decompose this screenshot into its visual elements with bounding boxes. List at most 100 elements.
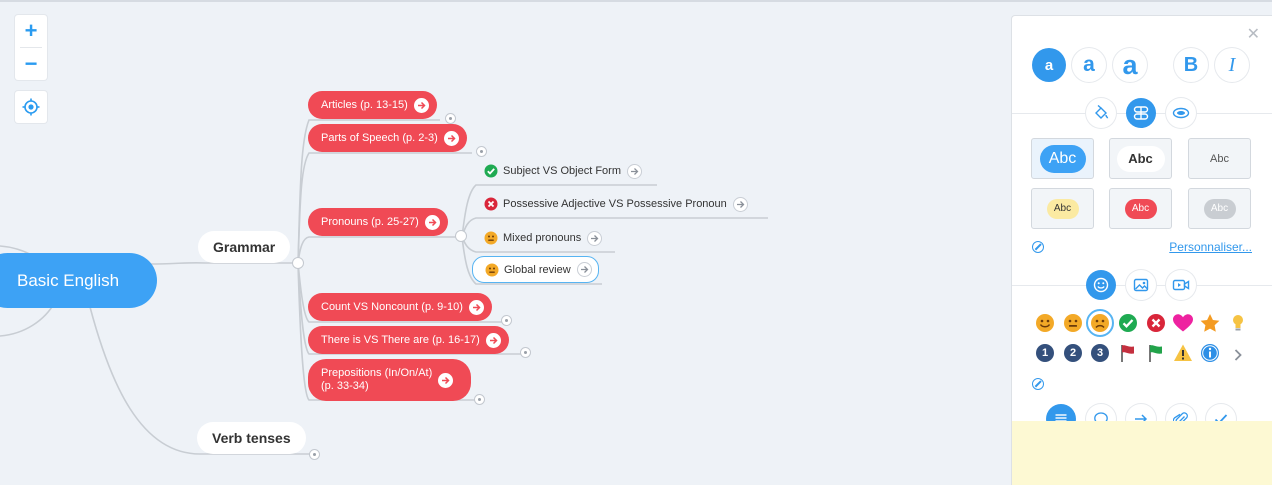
leaf-mixed-pronouns[interactable]: Mixed pronouns <box>472 226 603 250</box>
number-one-icon[interactable]: 1 <box>1034 342 1056 364</box>
paint-bucket-icon <box>1095 105 1109 119</box>
zoom-in-button[interactable]: + <box>24 18 38 43</box>
root-node[interactable]: Basic English <box>0 253 157 308</box>
emoji-tab-button[interactable] <box>1086 270 1116 300</box>
collapse-toggle-there-is-are[interactable] <box>520 347 531 358</box>
node-parts-of-speech[interactable]: Parts of Speech (p. 2-3) <box>308 124 467 152</box>
arrow-right-icon[interactable] <box>485 332 501 348</box>
node-prepositions[interactable]: Prepositions (In/On/At) (p. 33-34) <box>308 359 471 401</box>
arrow-right-icon[interactable] <box>576 262 592 277</box>
leaf-global-review-label: Global review <box>504 263 571 276</box>
zoom-controls: + − <box>15 15 47 80</box>
cross-icon <box>484 197 498 211</box>
image-icon <box>1133 278 1149 292</box>
check-icon[interactable] <box>1117 312 1139 334</box>
text-size-small-button[interactable]: a <box>1032 48 1066 82</box>
style-option-5[interactable]: Abc <box>1109 188 1172 229</box>
collapse-toggle-verb-tenses[interactable] <box>309 449 320 460</box>
neutral-face-icon <box>484 231 498 245</box>
image-tab-button[interactable] <box>1126 270 1156 300</box>
italic-label: I <box>1228 53 1236 76</box>
format-panel: ✕ a a a B I Abc Abc Abc Abc Abc Abc Pers… <box>1011 15 1272 485</box>
red-flag-icon[interactable] <box>1117 342 1139 364</box>
happy-face-icon[interactable] <box>1034 312 1056 334</box>
branch-grammar-label: Grammar <box>213 239 276 255</box>
chevron-right-icon[interactable] <box>1227 344 1249 366</box>
italic-button[interactable]: I <box>1215 48 1249 82</box>
style-option-6[interactable]: Abc <box>1188 188 1251 229</box>
center-map-button[interactable] <box>15 91 47 123</box>
zoom-divider <box>20 47 42 48</box>
close-icon[interactable]: ✕ <box>1246 26 1260 43</box>
style-option-1[interactable]: Abc <box>1031 138 1094 179</box>
clear-icon-icon[interactable] <box>1032 378 1044 390</box>
leaf-possessive[interactable]: Possessive Adjective VS Possessive Prono… <box>472 192 748 216</box>
style-option-4[interactable]: Abc <box>1031 188 1094 229</box>
leaf-subject-object[interactable]: Subject VS Object Form <box>472 159 642 183</box>
oval-icon <box>1172 107 1190 119</box>
number-one-label: 1 <box>1036 344 1054 362</box>
collapse-toggle-prepositions[interactable] <box>474 394 485 405</box>
collapse-toggle-count-noncount[interactable] <box>501 315 512 326</box>
clear-style-icon[interactable] <box>1032 241 1044 253</box>
video-icon <box>1172 279 1190 291</box>
warning-icon[interactable] <box>1172 342 1194 364</box>
bold-label: B <box>1183 53 1199 76</box>
info-icon[interactable] <box>1199 342 1221 364</box>
arrow-right-icon[interactable] <box>468 299 484 315</box>
smiley-icon <box>1093 277 1109 293</box>
fill-color-button[interactable] <box>1086 98 1116 128</box>
collapse-toggle-articles[interactable] <box>445 113 456 124</box>
collapse-toggle-parts-of-speech[interactable] <box>476 146 487 157</box>
arrow-right-icon[interactable] <box>413 97 429 113</box>
star-icon[interactable] <box>1199 312 1221 334</box>
target-icon <box>22 98 40 116</box>
leaf-global-review[interactable]: Global review <box>472 256 599 283</box>
arrow-right-icon[interactable] <box>627 163 642 179</box>
lightbulb-icon[interactable] <box>1227 312 1249 334</box>
style-preview-6: Abc <box>1203 198 1236 219</box>
style-option-3[interactable]: Abc <box>1188 138 1251 179</box>
node-there-is-are[interactable]: There is VS There are (p. 16-17) <box>308 326 509 354</box>
arrow-right-icon[interactable] <box>424 214 440 230</box>
arrow-right-icon[interactable] <box>438 372 454 388</box>
text-size-medium-button[interactable]: a <box>1072 48 1106 82</box>
node-articles[interactable]: Articles (p. 13-15) <box>308 91 437 119</box>
branch-verb-tenses[interactable]: Verb tenses <box>197 422 306 454</box>
sad-face-icon[interactable] <box>1086 309 1114 337</box>
border-style-button[interactable] <box>1166 98 1196 128</box>
video-tab-button[interactable] <box>1166 270 1196 300</box>
neutral-face-icon[interactable] <box>1062 312 1084 334</box>
note-area[interactable] <box>1012 421 1272 485</box>
leaf-mixed-pronouns-label: Mixed pronouns <box>503 232 582 244</box>
green-flag-icon[interactable] <box>1145 342 1167 364</box>
number-two-icon[interactable]: 2 <box>1062 342 1084 364</box>
customize-link[interactable]: Personnaliser... <box>1169 240 1252 254</box>
cross-icon[interactable] <box>1145 312 1167 334</box>
pronouns-junction[interactable] <box>455 230 467 242</box>
text-size-small-label: a <box>1044 56 1054 74</box>
node-count-noncount[interactable]: Count VS Noncount (p. 9-10) <box>308 293 492 321</box>
text-size-large-button[interactable]: a <box>1113 48 1147 82</box>
arrow-right-icon[interactable] <box>587 230 603 246</box>
check-icon <box>484 164 498 178</box>
root-node-label: Basic English <box>17 270 120 290</box>
bold-button[interactable]: B <box>1174 48 1208 82</box>
node-style-button[interactable] <box>1126 98 1156 128</box>
heart-icon[interactable] <box>1172 312 1194 334</box>
zoom-out-button[interactable]: − <box>24 51 38 76</box>
arrow-right-icon[interactable] <box>443 130 459 146</box>
node-pronouns[interactable]: Pronouns (p. 25-27) <box>308 208 448 236</box>
style-preview-1: Abc <box>1039 144 1086 173</box>
node-prepositions-label: Prepositions (In/On/At) (p. 33-34) <box>321 367 433 392</box>
node-pronouns-label: Pronouns (p. 25-27) <box>321 216 419 228</box>
style-preview-3: Abc <box>1210 152 1229 165</box>
text-size-medium-label: a <box>1083 53 1095 76</box>
number-two-label: 2 <box>1064 344 1082 362</box>
text-size-large-label: a <box>1122 49 1138 80</box>
arrow-right-icon[interactable] <box>732 196 748 212</box>
number-three-icon[interactable]: 3 <box>1089 342 1111 364</box>
grammar-junction[interactable] <box>292 257 304 269</box>
style-option-2[interactable]: Abc <box>1109 138 1172 179</box>
branch-grammar[interactable]: Grammar <box>198 231 291 263</box>
